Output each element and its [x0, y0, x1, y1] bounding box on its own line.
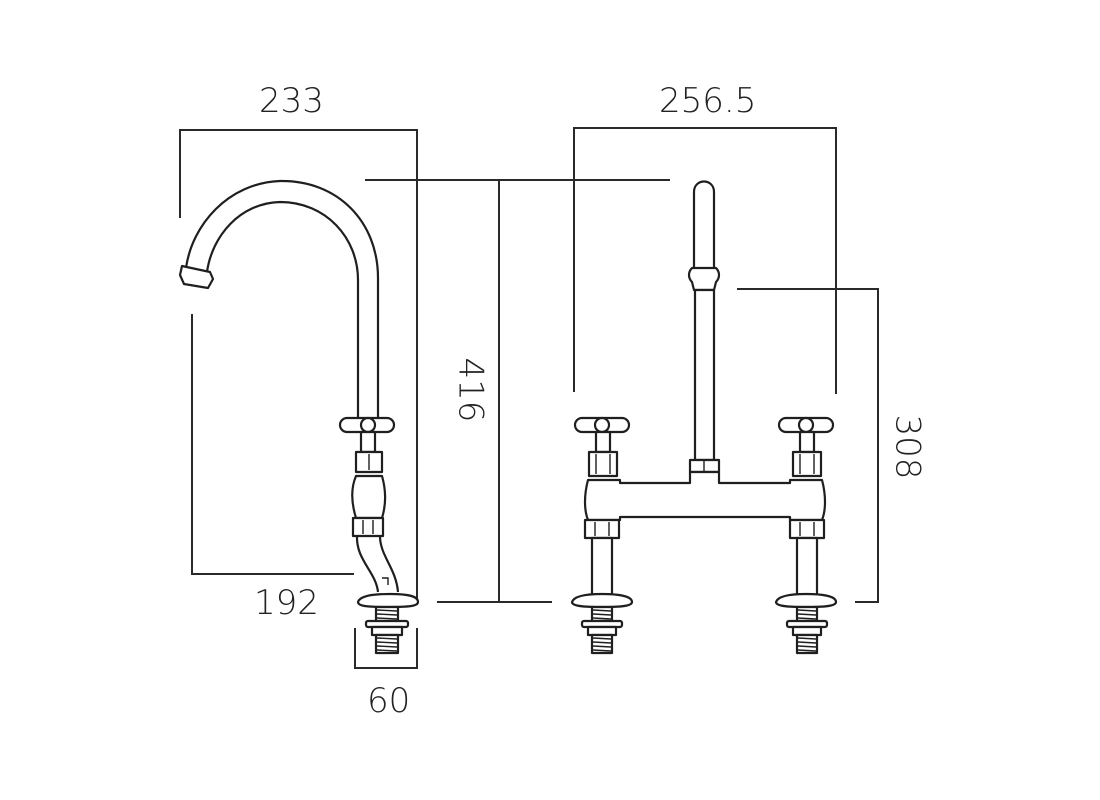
dim-label-60: 60 [367, 681, 411, 721]
dim-label-256-5: 256.5 [659, 81, 757, 121]
dim-label-416: 416 [450, 357, 491, 423]
bridge-body [583, 470, 827, 522]
dimension-lines [179, 127, 879, 669]
side-flange [356, 592, 420, 609]
side-view-tap [178, 179, 420, 655]
dim-label-233: 233 [259, 81, 324, 121]
dim-label-192: 192 [254, 583, 319, 623]
spout-nozzle [178, 264, 215, 290]
left-valve [570, 416, 634, 655]
dim-308-bracket [737, 288, 879, 603]
dim-256-bracket [573, 127, 837, 394]
dim-233-bracket [179, 129, 418, 605]
dim-label-308: 308 [887, 414, 928, 480]
front-view-tap [570, 180, 838, 655]
dim-60-bracket [354, 628, 418, 669]
dim-192-bracket [191, 314, 354, 575]
front-spout [692, 180, 716, 277]
